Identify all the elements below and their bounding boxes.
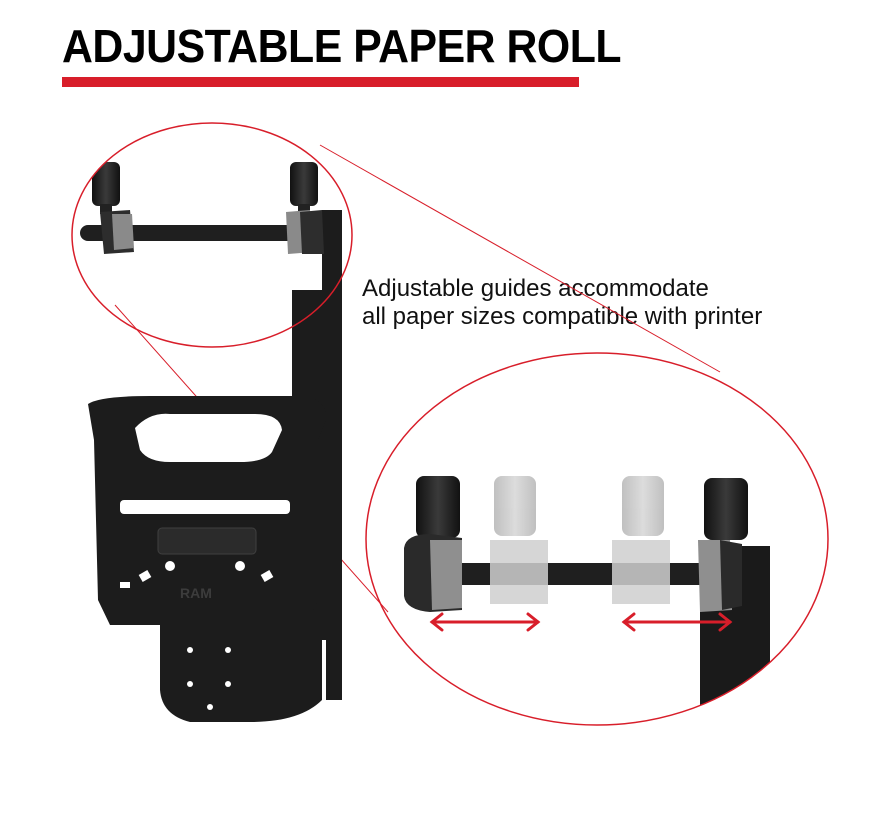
- top-callout-circle: [71, 122, 353, 348]
- left-guide: [92, 162, 134, 254]
- solid-guide-left: [404, 476, 462, 612]
- caption: Adjustable guides accommodate all paper …: [362, 275, 862, 331]
- ghost-guide-right: [612, 476, 670, 604]
- mount-details: [120, 413, 290, 514]
- adjust-arrow-right: [621, 612, 733, 632]
- page-title: ADJUSTABLE PAPER ROLL: [62, 20, 622, 72]
- right-guide: [286, 162, 324, 254]
- solid-guide-right: [698, 478, 748, 612]
- roll-holder-closeup: [80, 162, 324, 254]
- svg-text:RAM: RAM: [180, 585, 212, 601]
- caption-line-2: all paper sizes compatible with printer: [362, 303, 763, 330]
- adjust-arrow-left: [429, 612, 541, 632]
- large-callout-circle: [365, 352, 829, 726]
- caption-line-1: Adjustable guides accommodate: [362, 275, 709, 302]
- mount-body: [88, 210, 342, 722]
- mount-features: RAM: [120, 527, 274, 710]
- guides-closeup: [404, 476, 770, 716]
- ghost-guide-left: [490, 476, 548, 604]
- title-underline: [62, 77, 579, 87]
